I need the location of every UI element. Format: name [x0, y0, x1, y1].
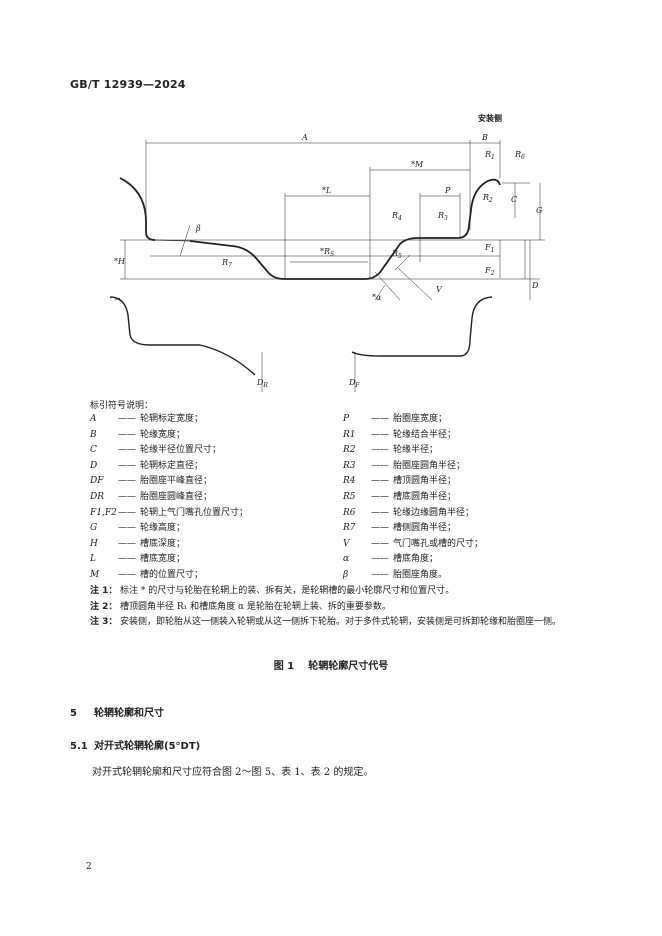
legend-item: B——轮缘宽度； — [90, 429, 186, 440]
legend-item: G——轮缘高度； — [90, 523, 186, 534]
label-C: C — [511, 195, 517, 204]
label-L: *L — [322, 186, 331, 195]
note-2: 注 2：槽顶圆角半径 R₁ 和槽底角度 α 是轮胎在轮辋上装、拆的重要参数。 — [90, 601, 391, 612]
label-R2: R2 — [482, 193, 493, 204]
body-paragraph: 对开式轮辋轮廓和尺寸应符合图 2～图 5、表 1、表 2 的规定。 — [92, 767, 374, 778]
legend-item: R4——槽顶圆角半径； — [343, 476, 457, 487]
legend-item: R1——轮缘结合半径； — [343, 429, 457, 440]
note-3: 注 3：安装侧，即轮胎从这一侧装入轮辋或从这一侧拆下轮胎。对于多件式轮辋，安装侧… — [90, 617, 562, 627]
legend-item: L——槽底宽度； — [90, 554, 186, 565]
label-R1: R1 — [484, 150, 495, 161]
legend-item: R5——槽底圆角半径； — [343, 491, 457, 502]
note-1: 注 1：标注 * 的尺寸与轮胎在轮辋上的装、拆有关，是轮辋槽的最小轮廓尺寸和位置… — [90, 586, 455, 596]
label-G: G — [536, 206, 543, 215]
rim-profile-diagram: 安装侧 A B *M *L P R1 R6 R2 R4 R3 C G β *RS… — [109, 113, 545, 392]
label-B: B — [481, 133, 488, 142]
label-alpha: *α — [372, 293, 382, 302]
label-V: V — [436, 285, 443, 294]
legend-item: H——槽底深度； — [90, 538, 186, 549]
legend-item: R7——槽侧圆角半径； — [343, 523, 457, 534]
label-R4: R4 — [391, 211, 402, 222]
label-beta: β — [195, 224, 201, 233]
legend-item: R2——轮缘半径； — [343, 445, 439, 456]
legend-item: A——轮辋标定宽度； — [90, 414, 204, 424]
label-D: D — [531, 281, 539, 290]
legend-item: R6——轮缘边缘圆角半径； — [343, 507, 475, 518]
standard-number: GB/T 12939—2024 — [70, 78, 186, 91]
legend-item: D——轮辋标定直径； — [90, 460, 204, 471]
label-R6: R6 — [514, 150, 525, 161]
legend-item: β——胎圈座角度。 — [343, 569, 448, 580]
legend-item: F1,F2——轮辋上气门嘴孔位置尺寸； — [90, 507, 249, 518]
legend-item: P——胎圈座宽度； — [343, 414, 448, 424]
legend-item: α——槽底角度； — [343, 554, 439, 565]
legend-item: C——轮缘半径位置尺寸； — [90, 445, 222, 456]
label-RS: *RS — [320, 247, 334, 258]
legend-left-column: A——轮辋标定宽度； B——轮缘宽度； C——轮缘半径位置尺寸； D——轮辋标定… — [90, 412, 248, 584]
label-DF: DF — [348, 378, 360, 389]
label-F1: F1 — [484, 243, 494, 254]
label-R7: R7 — [221, 258, 232, 269]
legend-item: M——槽的位置尺寸； — [90, 569, 204, 580]
label-M: *M — [411, 160, 424, 169]
label-P: P — [444, 186, 451, 195]
legend-item: DR——胎圈座圆峰直径； — [90, 491, 213, 502]
legend-item: DF——胎圈座平峰直径； — [90, 476, 213, 487]
legend-item: R3——胎圈座圆角半径； — [343, 460, 466, 471]
label-H: *H — [114, 257, 126, 266]
page-number: 2 — [86, 862, 92, 872]
label-R3: R3 — [437, 211, 448, 222]
label-DR: DR — [256, 378, 268, 389]
figure-notes: 注 1：标注 * 的尺寸与轮胎在轮辋上的装、拆有关，是轮辋槽的最小轮廓尺寸和位置… — [90, 584, 590, 631]
legend-item: V——气门嘴孔或槽的尺寸； — [343, 538, 484, 549]
label-R5: R5 — [391, 249, 402, 260]
legend-title: 标引符号说明： — [90, 401, 154, 411]
legend-right-column: P——胎圈座宽度； R1——轮缘结合半径； R2——轮缘半径； R3——胎圈座圆… — [343, 412, 483, 584]
label-A: A — [301, 133, 308, 142]
label-install-side: 安装侧 — [478, 113, 502, 123]
label-F2: F2 — [484, 266, 495, 277]
